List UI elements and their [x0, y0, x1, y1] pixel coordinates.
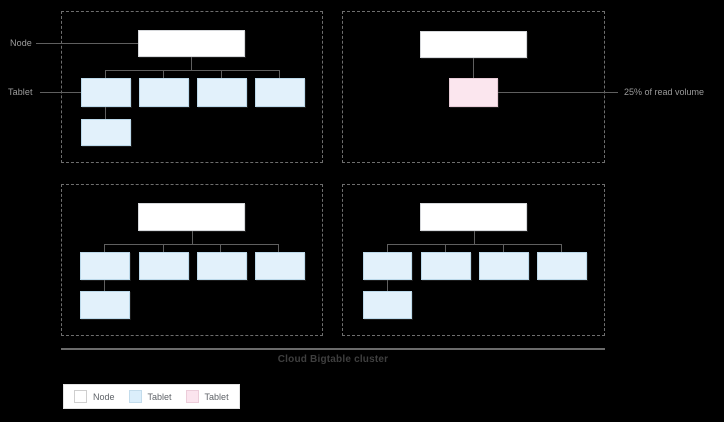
legend-swatch-tablet-icon: [128, 390, 142, 403]
tablet-drop-line-2-bottom-right: [445, 244, 446, 253]
node-side-label: Node: [10, 38, 32, 48]
hot-tablet-box-top-right[interactable]: [449, 78, 498, 107]
legend-label-node: Node: [93, 391, 115, 402]
tablet-side-label: Tablet: [8, 87, 33, 97]
cluster-quadrant-top-left: [61, 11, 323, 163]
tablet-drop-line-4-bottom-right: [561, 244, 562, 253]
node-callout-line: [36, 43, 138, 44]
legend-item-node: Node: [74, 390, 115, 403]
tablet-box-br-1[interactable]: [363, 252, 412, 280]
node-box-top-left[interactable]: [138, 30, 245, 57]
tablet-stack-line-bottom-right: [387, 280, 388, 291]
tablet-bus-line-bottom-right: [387, 244, 561, 245]
tablet-drop-line-3-bottom-right: [503, 244, 504, 253]
tablet-stack-line-top-left: [105, 107, 106, 119]
tablet-box-bl-4[interactable]: [255, 252, 305, 280]
tablet-box-tl-1[interactable]: [81, 78, 131, 107]
legend-label-tablet: Tablet: [147, 391, 172, 402]
tablet-box-bl-5[interactable]: [80, 291, 130, 319]
tablet-drop-line-2-top-left: [163, 70, 164, 79]
tablet-drop-line-3-bottom-left: [220, 244, 221, 253]
tablet-bus-line-top-left: [105, 70, 279, 71]
tablet-box-br-2[interactable]: [421, 252, 471, 280]
tablet-box-br-3[interactable]: [479, 252, 529, 280]
hot-tablet-callout-line: [498, 92, 618, 93]
tablet-drop-line-4-top-left: [279, 70, 280, 79]
node-stem-line-bottom-right: [474, 231, 475, 244]
node-stem-line-bottom-left: [192, 231, 193, 244]
tablet-box-br-5[interactable]: [363, 291, 412, 319]
legend: Node Tablet Tablet: [63, 384, 240, 409]
tablet-drop-line-1-top-left: [105, 70, 106, 79]
legend-label-hot-tablet: Tablet: [204, 391, 229, 402]
cluster-quadrant-bottom-right: [342, 184, 605, 336]
tablet-box-tl-2[interactable]: [139, 78, 189, 107]
tablet-drop-line-1-bottom-left: [104, 244, 105, 253]
tablet-drop-line-4-bottom-left: [278, 244, 279, 253]
node-box-top-right[interactable]: [420, 31, 527, 58]
tablet-drop-line-2-bottom-left: [163, 244, 164, 253]
node-box-bottom-right[interactable]: [420, 203, 527, 231]
tablet-drop-line-1-bottom-right: [387, 244, 388, 253]
tablet-drop-line-3-top-left: [221, 70, 222, 79]
hot-tablet-callout-label: 25% of read volume: [624, 87, 705, 97]
tablet-box-tl-3[interactable]: [197, 78, 247, 107]
tablet-bus-line-bottom-left: [104, 244, 278, 245]
legend-item-tablet: Tablet: [128, 390, 172, 403]
legend-item-hot-tablet: Tablet: [185, 390, 229, 403]
tablet-box-br-4[interactable]: [537, 252, 587, 280]
cluster-caption: Cloud Bigtable cluster: [277, 354, 389, 365]
tablet-stack-line-bottom-left: [104, 280, 105, 291]
tablet-box-bl-1[interactable]: [80, 252, 130, 280]
tablet-callout-line: [40, 92, 81, 93]
tablet-box-bl-3[interactable]: [197, 252, 247, 280]
cluster-rule: [61, 348, 605, 350]
node-stem-line-top-right: [473, 58, 474, 78]
tablet-box-bl-2[interactable]: [139, 252, 189, 280]
cluster-quadrant-top-right: [342, 11, 605, 163]
tablet-box-tl-5[interactable]: [81, 119, 131, 146]
tablet-box-tl-4[interactable]: [255, 78, 305, 107]
node-box-bottom-left[interactable]: [138, 203, 245, 231]
cluster-quadrant-bottom-left: [61, 184, 323, 336]
legend-swatch-hot-tablet-icon: [185, 390, 199, 403]
node-stem-line-top-left: [191, 57, 192, 70]
legend-swatch-node-icon: [74, 390, 87, 403]
